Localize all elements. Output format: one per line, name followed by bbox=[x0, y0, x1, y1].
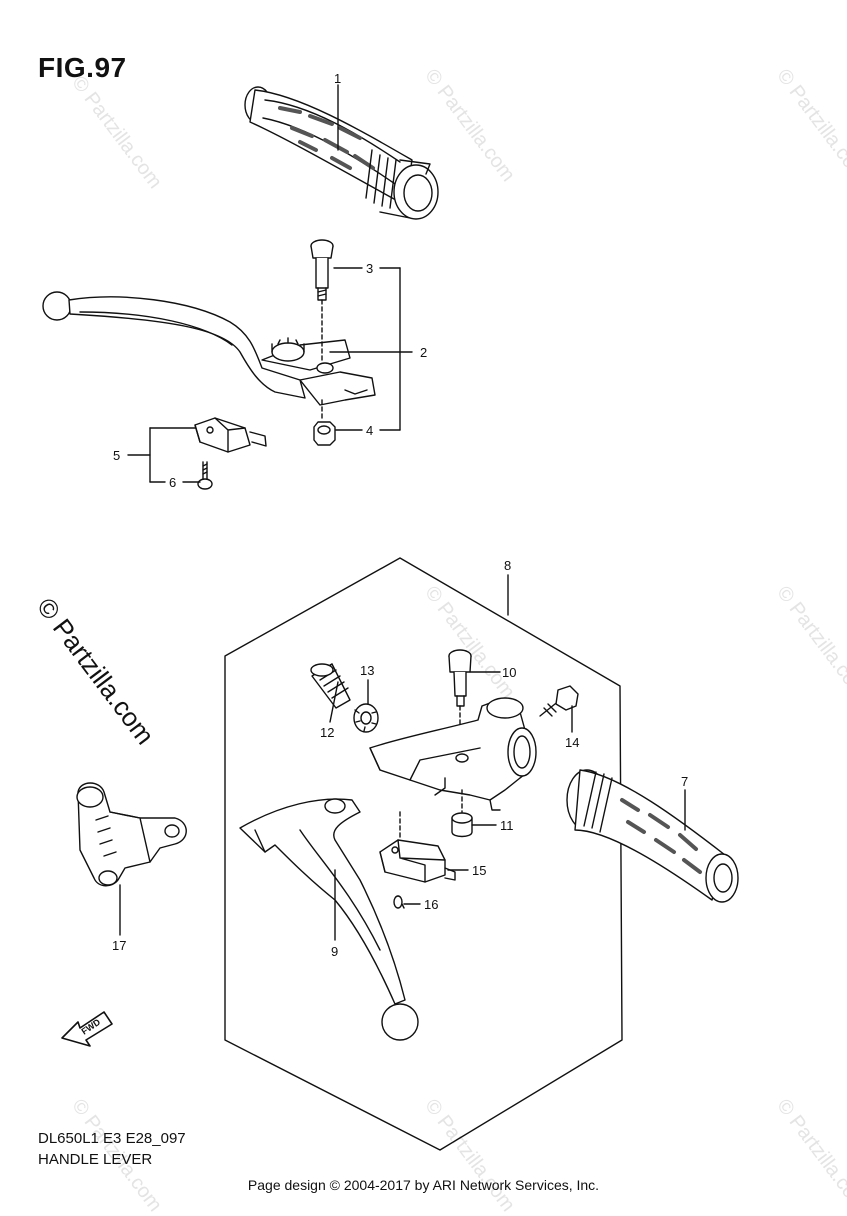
callout-6[interactable]: 6 bbox=[169, 475, 176, 490]
clutch-lever-part-9[interactable] bbox=[239, 798, 419, 1041]
callout-16[interactable]: 16 bbox=[424, 897, 438, 912]
clutch-switch-part-15[interactable] bbox=[379, 811, 456, 883]
adjuster-part-12[interactable] bbox=[310, 663, 351, 709]
callout-11[interactable]: 11 bbox=[500, 818, 514, 833]
cable-adjuster-part-17[interactable] bbox=[76, 782, 187, 887]
callout-17[interactable]: 17 bbox=[112, 938, 126, 953]
section-name: HANDLE LEVER bbox=[38, 1151, 153, 1168]
callout-9[interactable]: 9 bbox=[331, 944, 338, 959]
bolt-part-10[interactable] bbox=[448, 649, 472, 761]
screw-part-14[interactable] bbox=[539, 685, 579, 717]
callout-7[interactable]: 7 bbox=[681, 774, 688, 789]
callout-12[interactable]: 12 bbox=[320, 725, 334, 740]
callout-4[interactable]: 4 bbox=[366, 423, 373, 438]
grip-part-1[interactable] bbox=[244, 86, 439, 220]
callout-14[interactable]: 14 bbox=[565, 735, 579, 750]
assembly-outline-part-8 bbox=[224, 557, 623, 1151]
collar-part-11[interactable] bbox=[451, 789, 473, 838]
figure-title: FIG.97 bbox=[38, 52, 127, 83]
screw-part-6[interactable] bbox=[197, 461, 213, 490]
page-footer: Page design © 2004-2017 by ARI Network S… bbox=[247, 1177, 600, 1193]
nut-part-4[interactable] bbox=[313, 399, 336, 446]
callout-13[interactable]: 13 bbox=[360, 663, 374, 678]
callout-15[interactable]: 15 bbox=[472, 863, 486, 878]
callout-3[interactable]: 3 bbox=[366, 261, 373, 276]
callout-8[interactable]: 8 bbox=[504, 558, 511, 573]
grip-part-7[interactable] bbox=[566, 769, 739, 903]
fwd-arrow: FWD bbox=[61, 1011, 113, 1047]
brake-switch-part-5[interactable] bbox=[194, 417, 267, 453]
leader-lines bbox=[119, 84, 686, 941]
model-code: DL650L1 E3 E28_097 bbox=[38, 1130, 186, 1147]
ring-part-13[interactable] bbox=[353, 703, 379, 733]
callout-1[interactable]: 1 bbox=[334, 71, 341, 86]
screw-part-16[interactable] bbox=[393, 895, 405, 909]
brake-lever-part-2[interactable] bbox=[42, 291, 376, 406]
callout-10[interactable]: 10 bbox=[502, 665, 516, 680]
clutch-holder[interactable] bbox=[369, 697, 537, 811]
pivot-bolt-part-3[interactable] bbox=[310, 239, 334, 361]
callout-2[interactable]: 2 bbox=[420, 345, 427, 360]
callout-labels: 1 2 3 4 5 6 7 8 9 10 11 12 13 14 15 16 1… bbox=[112, 71, 688, 959]
callout-5[interactable]: 5 bbox=[113, 448, 120, 463]
